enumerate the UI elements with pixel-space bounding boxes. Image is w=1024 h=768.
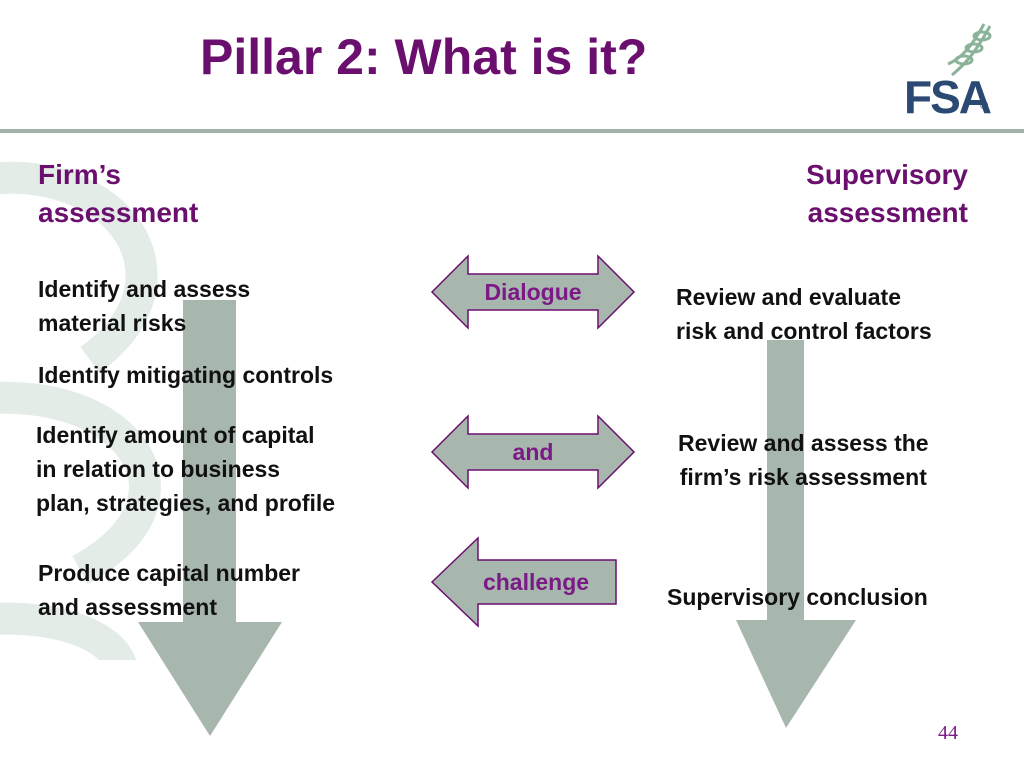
item-line: plan, strategies, and profile <box>36 490 336 516</box>
item-line: Identify and assess <box>38 276 251 302</box>
challenge-label: challenge <box>482 569 590 595</box>
slide-title: Pillar 2: What is it? <box>200 29 648 85</box>
left-item-4: Produce capital number and assessment <box>38 556 300 624</box>
right-item-3: Supervisory conclusion <box>667 580 928 614</box>
item-line: Supervisory conclusion <box>667 584 928 610</box>
item-line: Review and assess the <box>678 430 929 456</box>
heading-line: Firm’s <box>38 159 121 190</box>
right-item-2: Review and assess the firm’s risk assess… <box>678 426 929 494</box>
item-line: firm’s risk assessment <box>679 464 927 490</box>
firm-assessment-heading: Firm’s assessment <box>38 156 198 232</box>
right-down-arrow <box>736 340 856 728</box>
double-arrow-shape <box>430 414 636 490</box>
and-arrow: and <box>430 414 636 490</box>
left-arrow-shape <box>430 536 617 628</box>
logo-text: FSA <box>904 71 992 123</box>
double-arrow-shape <box>430 254 636 330</box>
supervisory-assessment-heading: Supervisory assessment <box>806 156 968 232</box>
page-number: 44 <box>938 722 958 744</box>
dialogue-label: Dialogue <box>484 279 582 305</box>
heading-line: Supervisory <box>806 159 968 190</box>
item-line: risk and control factors <box>676 318 932 344</box>
item-line: Identify mitigating controls <box>38 362 334 388</box>
fsa-logo: FSA ® <box>900 20 1000 123</box>
item-line: Produce capital number <box>38 560 301 586</box>
left-down-arrow <box>138 300 282 736</box>
left-item-2: Identify mitigating controls <box>38 358 333 392</box>
logo-helix-icon <box>947 23 992 77</box>
watermark-swirl <box>0 161 161 660</box>
heading-line: assessment <box>38 197 199 228</box>
right-item-1: Review and evaluate risk and control fac… <box>676 280 932 348</box>
dialogue-arrow: Dialogue <box>430 254 636 330</box>
registered-mark: ® <box>980 100 989 112</box>
item-line: in relation to business <box>36 456 281 482</box>
header-divider <box>0 129 1024 133</box>
item-line: Review and evaluate <box>676 284 901 310</box>
item-line: Identify amount of capital <box>36 422 315 448</box>
item-line: material risks <box>38 310 187 336</box>
and-label: and <box>512 439 554 465</box>
challenge-arrow: challenge <box>430 536 620 628</box>
heading-line: assessment <box>807 197 968 228</box>
item-line: and assessment <box>38 594 217 620</box>
left-item-3: Identify amount of capital in relation t… <box>36 418 335 520</box>
left-item-1: Identify and assess material risks <box>38 272 250 340</box>
